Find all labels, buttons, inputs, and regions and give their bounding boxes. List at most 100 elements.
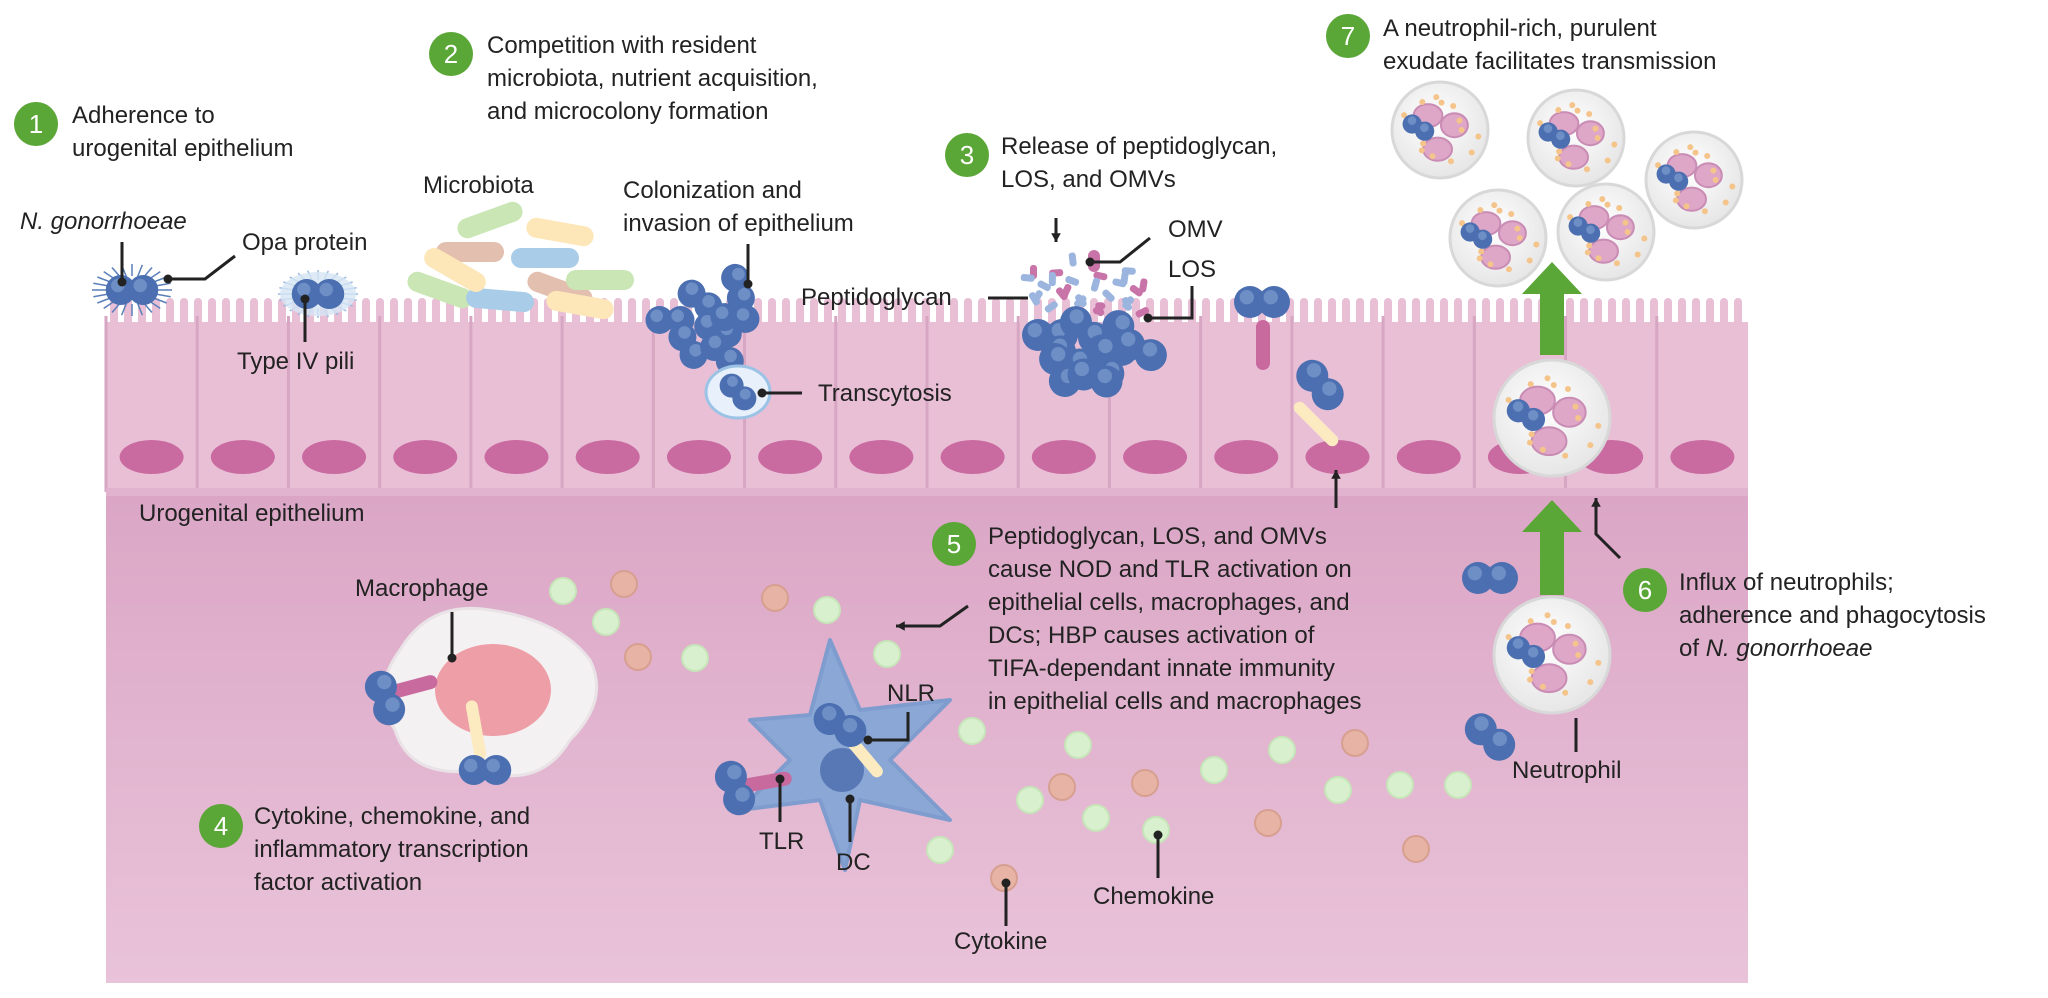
chemokine-particle — [1064, 731, 1092, 759]
microvillus — [1720, 298, 1728, 328]
microvillus — [1706, 298, 1714, 328]
coccus-highlight — [689, 344, 702, 357]
neutrophil-granule — [1586, 242, 1593, 249]
neutrophil-granule — [1468, 149, 1475, 156]
neutrophil-granule — [1624, 229, 1631, 235]
neutrophil-membrane — [1448, 188, 1548, 288]
neutrophil-granule — [1574, 107, 1581, 114]
leader-omv-dot — [1085, 257, 1095, 267]
neutrophil-granule — [1478, 248, 1485, 255]
phagocytosed-diplococcus — [1538, 122, 1571, 149]
label-chemokine: Chemokine — [1093, 883, 1215, 910]
label-nlr: NLR — [887, 680, 936, 707]
peptidoglycan-fragment — [1075, 294, 1087, 308]
coccus-highlight — [297, 282, 311, 297]
neutrophil-granule — [1572, 403, 1579, 410]
coccus-highlight — [650, 309, 663, 323]
step-badge-7: 7 — [1326, 14, 1370, 58]
neutrophil-lobe — [1605, 214, 1635, 241]
coccus-highlight — [727, 375, 738, 387]
coccus-highlight — [1069, 309, 1084, 324]
phagocytosed-diplococcus — [1568, 216, 1601, 243]
neutrophil-granule — [1583, 166, 1590, 173]
coccus-highlight — [1420, 123, 1429, 133]
neutrophil-granule — [1634, 251, 1641, 258]
microvillus — [1398, 298, 1406, 328]
microvillus — [1566, 298, 1574, 328]
step-badge-2: 2 — [429, 32, 473, 76]
neutrophil-granule — [1526, 257, 1533, 264]
neutrophil-exudate — [1390, 80, 1490, 180]
coccus-highlight — [735, 787, 750, 802]
microbiota-rod — [511, 248, 579, 268]
neutrophil-granule — [1565, 161, 1572, 168]
leader-opa-protein-dot — [163, 274, 173, 284]
microbiota-rod — [424, 248, 486, 292]
nod-receptor — [1293, 401, 1339, 447]
arrow-to-exudate — [1522, 262, 1582, 355]
macrophage-tlr — [386, 675, 438, 699]
microvillus — [1454, 298, 1462, 328]
label-dc: DC — [836, 849, 871, 876]
coccus-highlight — [822, 706, 837, 721]
neutrophil-granule — [1539, 683, 1546, 690]
coccus-highlight — [700, 315, 714, 328]
neutrophil-granule — [1496, 207, 1503, 214]
leader-transcytosis-dot — [757, 388, 767, 398]
coccus-highlight — [319, 282, 333, 297]
neutrophil-granule — [1687, 144, 1694, 151]
peptidoglycan-fragment — [1048, 272, 1056, 287]
macrophage-diplococcus — [458, 755, 512, 785]
cytokine-particle — [1131, 769, 1159, 797]
cell-nucleus — [1396, 440, 1461, 474]
coccus-highlight — [1306, 363, 1322, 378]
microbiota-rod — [436, 242, 504, 262]
label-neutrophil: Neutrophil — [1512, 757, 1622, 784]
peptidoglycan-fragment — [1065, 276, 1080, 286]
leader-los-dot — [1143, 313, 1153, 323]
neutrophil-granule — [1611, 141, 1618, 148]
chemokine-particle — [1016, 786, 1044, 814]
cytokine-particle — [1254, 809, 1282, 837]
neutrophil-granule — [1458, 127, 1465, 133]
leader-omv — [1090, 236, 1151, 264]
arrow-step5 — [896, 604, 969, 628]
coccus-highlight — [727, 764, 742, 780]
peptidoglycan-fragment — [1122, 296, 1135, 309]
microvillus — [1328, 298, 1336, 328]
cytokine-particle — [610, 570, 638, 598]
phagocytosed-diplococcus — [1656, 164, 1689, 191]
neutrophil-granule — [1674, 190, 1681, 197]
coccus-highlight — [737, 287, 751, 301]
neutrophil-membrane — [1492, 595, 1612, 715]
cell-nucleus — [393, 440, 458, 474]
neutrophil-granule — [1587, 442, 1594, 449]
coccus-highlight — [1474, 716, 1489, 731]
neutrophil-granule — [1683, 203, 1690, 210]
neutrophil-lobe — [1530, 663, 1568, 694]
microvillus — [894, 298, 902, 328]
coccus-highlight — [1512, 638, 1524, 649]
microvillus — [1636, 298, 1644, 328]
peptidoglycan-fragment — [1102, 289, 1115, 302]
microvillus — [1314, 298, 1322, 328]
coccus-highlight — [1121, 332, 1136, 347]
microvillus — [992, 298, 1000, 328]
chemokine-particle — [1142, 816, 1170, 844]
neutrophil-granule — [1604, 201, 1611, 208]
neutrophil-granule — [1692, 149, 1699, 156]
peptidoglycan-fragment — [1092, 302, 1106, 315]
neutrophil-granule — [1641, 235, 1648, 242]
microvillus — [838, 298, 846, 328]
arrow-neutrophil-influx — [1522, 500, 1582, 595]
neutrophil-granule — [1433, 94, 1440, 101]
chemokine-particle — [549, 577, 577, 605]
microbiota-rod — [407, 271, 473, 309]
neutrophil-granule — [1622, 219, 1629, 226]
chemokine-particle — [1386, 771, 1414, 799]
neutrophil-granule — [1564, 623, 1571, 630]
microbiota-rod — [466, 287, 534, 313]
